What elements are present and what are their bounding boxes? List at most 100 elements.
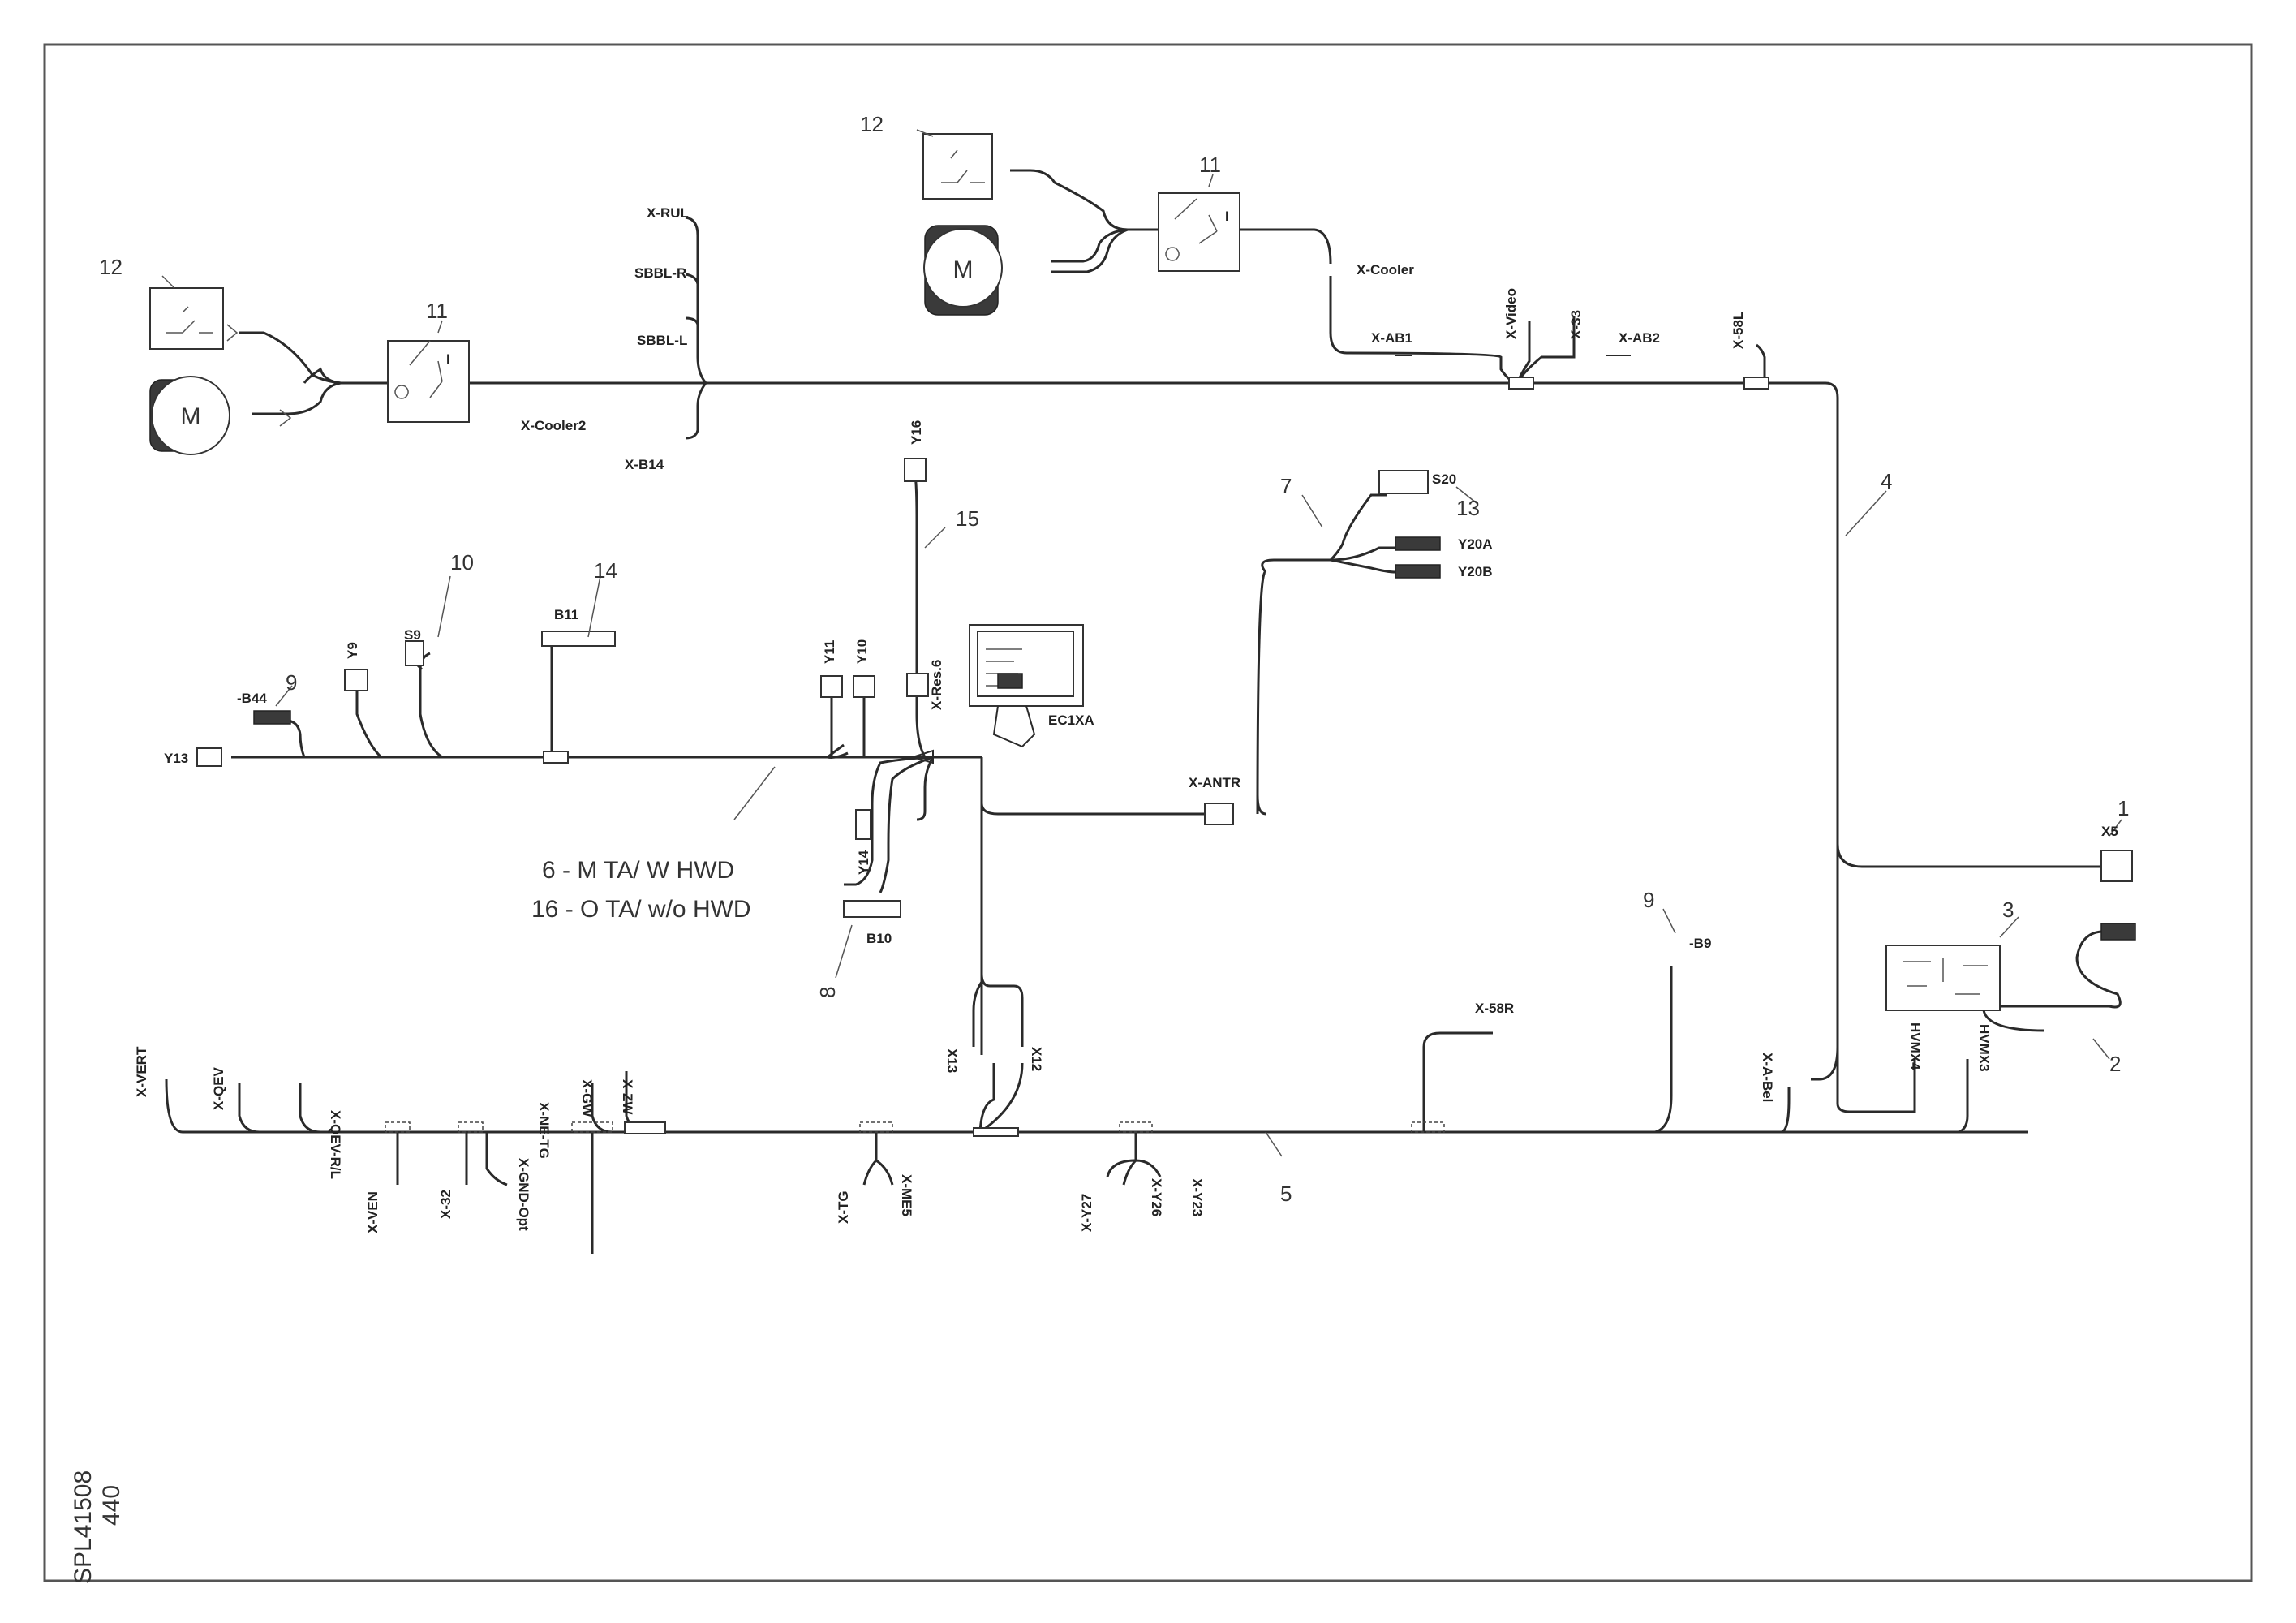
component-y20a [1395,536,1441,551]
label-x-ab2: X-AB2 [1619,330,1660,346]
label-x-b14: X-B14 [625,457,664,472]
label-sbbl-l: SBBL-L [637,333,687,348]
connector-icon [279,409,292,427]
component-y14 [855,809,871,840]
switch-right [922,133,993,200]
harness-note-line2: 16 - O TA/ w/o HWD [531,896,751,923]
connector-icon [226,324,239,342]
callout-11-right: 11 [1199,153,1221,177]
label-x12: X12 [1029,1047,1044,1071]
callout-4: 4 [1881,469,1892,493]
callout-2: 2 [2109,1052,2121,1076]
label-sbbl-r: SBBL-R [634,265,686,281]
callout-11-left: 11 [426,299,448,323]
label-hvmx3: HVMX3 [1976,1024,1992,1072]
label-x-me5: X-ME5 [899,1174,914,1216]
label-x-ven: X-VEN [365,1191,381,1233]
callout-12-right: 12 [860,112,884,136]
callout-5: 5 [1280,1182,1292,1206]
label-b10: B10 [866,931,892,946]
harness-clip [1508,377,1534,390]
motor-icon [923,228,1003,308]
label-y11: Y11 [822,640,837,664]
harness-clip [1743,377,1769,390]
harness-6 [231,474,1396,1055]
label-s20: S20 [1432,471,1456,487]
callout-8: 8 [815,987,840,998]
harness-5 [165,966,2028,1254]
sheet-code: SPL41508 [70,1470,97,1584]
label-x13: X13 [944,1048,960,1073]
label-x-ne-tg: X-NE-TG [536,1102,552,1159]
label-x-cooler: X-Cooler [1357,262,1414,278]
label-x-antr: X-ANTR [1189,775,1240,790]
component-b11 [541,631,616,647]
callout-13: 13 [1456,496,1480,520]
component-x-res6 [906,673,929,697]
callout-3: 3 [2002,898,2014,922]
svg-text:I: I [1225,209,1229,224]
callout-10: 10 [450,550,474,575]
component-x-antr [1204,803,1234,825]
component-y10 [853,675,875,698]
connector-x5 [2100,850,2133,882]
callout-12-left: 12 [99,255,123,279]
callout-9-right: 9 [1643,888,1654,912]
svg-text:M: M [953,256,974,283]
label-b44: -B44 [237,691,267,706]
label-b11: B11 [554,607,578,622]
component-s9 [405,640,424,666]
label-b9: -B9 [1689,936,1711,951]
label-ec1xa: EC1XA [1048,712,1094,728]
label-x-33: X-33 [1568,310,1584,339]
label-x-cooler2: X-Cooler2 [521,418,586,433]
harness-4 [239,169,2101,1113]
label-y9: Y9 [345,642,360,659]
switch-panel-left: I [387,340,470,423]
component-y9 [344,669,368,691]
label-x-58r: X-58R [1475,1001,1514,1016]
label-x-32: X-32 [438,1190,454,1219]
label-y13: Y13 [164,751,188,766]
sheet-frame [43,43,2253,1582]
label-y20b: Y20B [1458,564,1493,579]
label-hvmx4: HVMX4 [1907,1022,1923,1070]
label-x-qev-rl: X-QEV-R/L [328,1110,343,1179]
label-s9: S9 [404,627,421,643]
label-x-res6: X-Res.6 [929,660,944,710]
callout-15: 15 [956,506,979,531]
label-y10: Y10 [854,639,870,664]
label-x-y23: X-Y23 [1189,1178,1205,1216]
component-y11 [820,675,843,698]
label-x-vert: X-VERT [134,1046,149,1097]
motor-right: M [923,225,1003,316]
component-b10 [843,900,901,918]
label-x-gnd-opt: X-GND-Opt [516,1158,531,1231]
ecu-module [969,624,1084,748]
harness-clip [543,751,569,764]
relay-board [1885,923,2136,1032]
component-y16 [904,458,927,482]
label-x-rul: X-RUL [647,205,689,221]
svg-text:M: M [181,403,201,430]
component-b44 [253,710,291,725]
component-y20b [1395,564,1441,579]
sheet-page-number: 440 [98,1485,125,1526]
callout-7: 7 [1280,474,1292,498]
component-s20 [1378,470,1429,494]
motor-left: M [149,376,230,455]
label-x-zw: X-ZW [620,1079,635,1115]
label-x-58l: X-58L [1731,312,1746,349]
switch-panel-right: I [1158,192,1240,272]
label-y14: Y14 [856,850,871,875]
label-y16: Y16 [909,420,924,445]
label-x-gw: X-GW [579,1079,595,1117]
label-x-y26: X-Y26 [1149,1178,1164,1216]
motor-icon [151,376,230,455]
switch-left [149,287,224,350]
callout-9-left: 9 [286,670,297,695]
label-x-tg: X-TG [836,1190,851,1224]
label-x-video: X-Video [1503,288,1519,339]
callout-14: 14 [594,558,617,583]
